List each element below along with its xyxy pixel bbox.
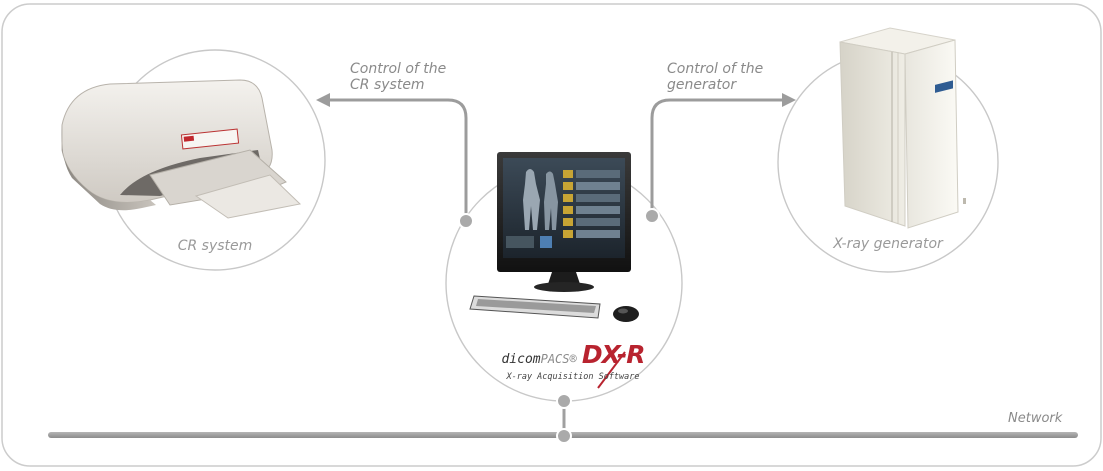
brand-swoosh <box>597 351 626 389</box>
generator-control-label-line2: generator <box>667 77 737 93</box>
cr-control-label-line1: Control of the <box>350 61 447 77</box>
generator-connector-dot <box>644 208 660 224</box>
brand-dicom: dicom <box>501 352 541 367</box>
workstation-device <box>469 152 639 322</box>
brand-dx-r: DX-R <box>581 340 646 369</box>
workstation-connector-dot <box>556 393 572 409</box>
cr-system-label: CR system <box>177 238 253 254</box>
x-ray-generator-label: X-ray generator <box>833 236 943 252</box>
cr-control-label: Control of the CR system <box>350 61 446 93</box>
generator-control-label-line1: Control of the <box>667 61 764 77</box>
cr-connector-dot <box>458 213 474 229</box>
network-label: Network <box>1008 411 1063 426</box>
network-junction-dot <box>556 428 572 444</box>
cr-control-line <box>325 98 468 221</box>
brand-tagline: X-ray Acquisition Software <box>506 372 640 382</box>
cr-control-arrow <box>316 93 330 107</box>
brand-pacs: PACS® <box>540 352 577 366</box>
x-ray-generator-device <box>839 27 966 229</box>
dx-r-brand: dicomPACS® DX-R X-ray Acquisition Softwa… <box>488 340 658 382</box>
generator-control-arrow <box>782 93 796 107</box>
generator-control-line <box>650 98 786 218</box>
generator-control-label: Control of the generator <box>667 61 763 93</box>
cr-control-label-line2: CR system <box>350 77 425 93</box>
cr-system-device <box>61 79 302 219</box>
